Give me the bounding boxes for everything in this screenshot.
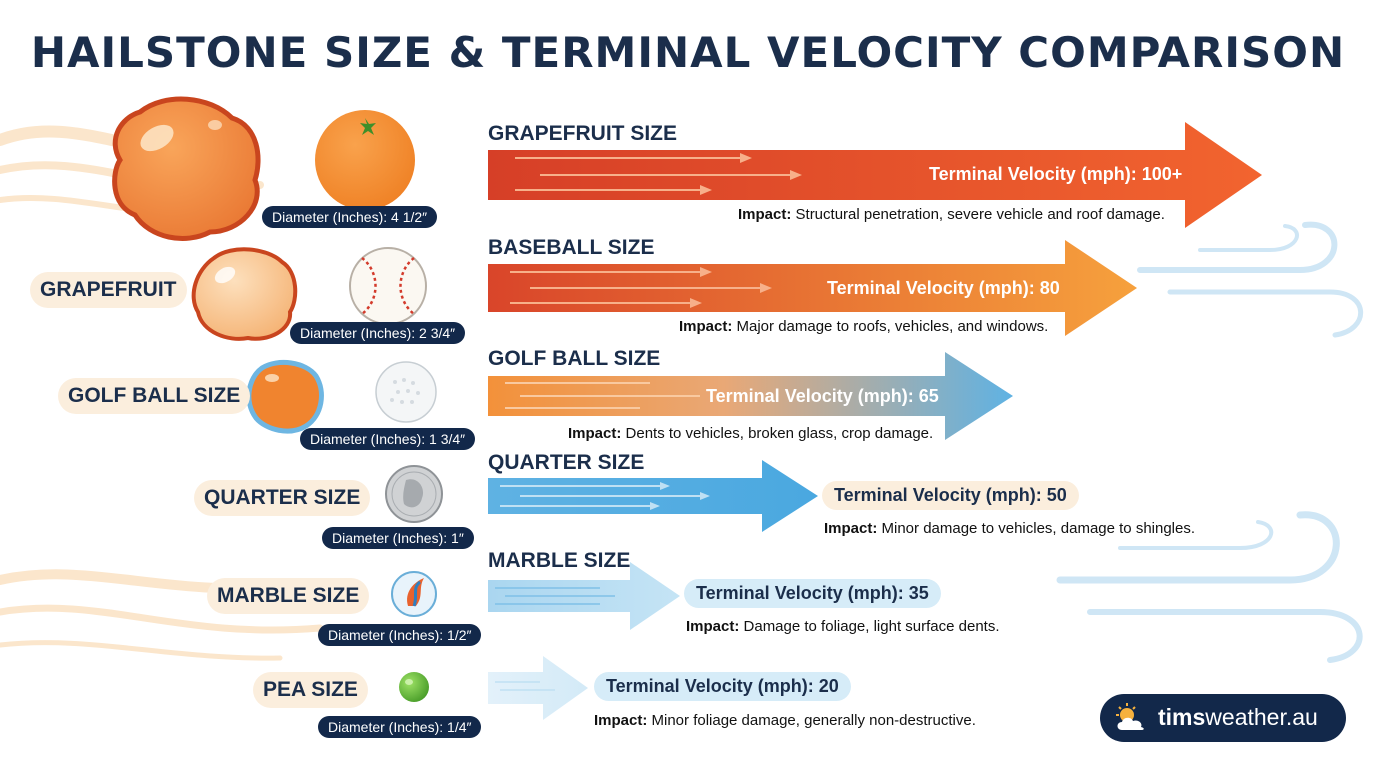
impact-marble: Impact: Damage to foliage, light surface… xyxy=(686,618,1000,635)
label-quarter-size: QUARTER SIZE xyxy=(194,480,371,516)
impact-grapefruit: Impact: Structural penetration, severe v… xyxy=(738,206,1165,223)
velocity-arrow-golf-ball xyxy=(488,352,1013,440)
heading-baseball-size: BASEBALL SIZE xyxy=(488,236,655,259)
brand-name: timsweather.au xyxy=(1158,704,1318,730)
velocity-baseball: Terminal Velocity (mph): 80 xyxy=(827,278,1060,298)
baseball-icon xyxy=(349,247,427,325)
quarter-coin-icon xyxy=(385,465,443,523)
velocity-marble: Terminal Velocity (mph): 35 xyxy=(684,579,941,608)
impact-baseball: Impact: Major damage to roofs, vehicles,… xyxy=(679,318,1049,335)
label-golf-ball-size: GOLF BALL SIZE xyxy=(58,378,251,414)
brand-badge[interactable]: timsweather.au xyxy=(1100,694,1346,742)
marble-icon xyxy=(391,571,437,617)
wind-swoosh-right xyxy=(1056,221,1364,663)
velocity-arrow-marble xyxy=(488,562,680,630)
velocity-arrow-baseball xyxy=(488,240,1137,336)
impact-pea: Impact: Minor foliage damage, generally … xyxy=(594,712,976,729)
impact-quarter: Impact: Minor damage to vehicles, damage… xyxy=(824,520,1196,537)
diameter-badge-golf-ball: Diameter (Inches): 1 3/4″ xyxy=(300,428,476,450)
diameter-badge-baseball: Diameter (Inches): 2 3/4″ xyxy=(290,322,466,344)
heading-marble-size: MARBLE SIZE xyxy=(488,549,631,572)
diameter-badge-quarter: Diameter (Inches): 1″ xyxy=(322,527,474,549)
pea-icon xyxy=(399,672,429,702)
label-marble-size: MARBLE SIZE xyxy=(207,578,370,614)
orange-icon xyxy=(315,110,415,210)
sun-cloud-icon xyxy=(1116,703,1144,730)
velocity-arrow-pea xyxy=(488,656,588,720)
velocity-grapefruit: Terminal Velocity (mph): 100+ xyxy=(929,164,1183,184)
hailstone-golf-ball-icon xyxy=(246,360,324,434)
diameter-badge-marble: Diameter (Inches): 1/2″ xyxy=(318,624,482,646)
heading-grapefruit-size: GRAPEFRUIT SIZE xyxy=(488,122,678,145)
heading-quarter-size: QUARTER SIZE xyxy=(488,451,645,474)
velocity-arrow-grapefruit xyxy=(488,122,1262,228)
diameter-badge-grapefruit: Diameter (Inches): 4 1/2″ xyxy=(262,206,438,228)
velocity-quarter: Terminal Velocity (mph): 50 xyxy=(822,481,1079,510)
velocity-pea: Terminal Velocity (mph): 20 xyxy=(594,672,851,701)
golf-ball-icon xyxy=(375,361,437,423)
hailstone-baseball-icon xyxy=(191,247,298,341)
label-grapefruit: GRAPEFRUIT xyxy=(30,272,187,308)
heading-golf-ball-size: GOLF BALL SIZE xyxy=(488,347,661,370)
hailstone-grapefruit-icon xyxy=(112,96,261,241)
diameter-badge-pea: Diameter (Inches): 1/4″ xyxy=(318,716,482,738)
page-title: HAILSTONE SIZE & TERMINAL VELOCITY COMPA… xyxy=(30,28,1346,77)
velocity-golf-ball: Terminal Velocity (mph): 65 xyxy=(706,386,939,406)
label-pea-size: PEA SIZE xyxy=(253,672,368,708)
velocity-arrow-quarter xyxy=(488,460,818,532)
impact-golf-ball: Impact: Dents to vehicles, broken glass,… xyxy=(568,425,934,442)
